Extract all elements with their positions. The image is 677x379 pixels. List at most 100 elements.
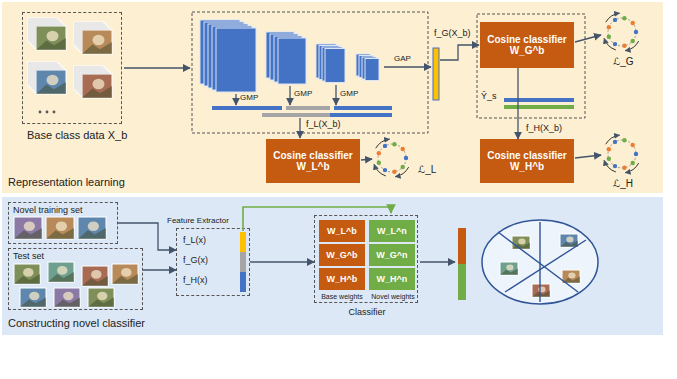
node-text: f_H(x) [183, 275, 208, 285]
photo [562, 270, 580, 283]
global-branch-box [477, 14, 585, 118]
arrow [420, 261, 455, 262]
ellipsis-dot [46, 111, 49, 114]
photo [82, 74, 112, 98]
feature-vector [240, 272, 246, 292]
arrow [235, 94, 236, 105]
photo [532, 284, 550, 297]
feature-map [278, 38, 306, 84]
arrow [289, 86, 290, 105]
connector [143, 269, 176, 270]
figure-label: ℒ_G [613, 56, 634, 68]
photo [88, 288, 114, 307]
photo [20, 288, 46, 307]
arrow [124, 67, 190, 68]
arrow [361, 159, 372, 160]
figure-label: GMP [240, 93, 258, 102]
decision-line [505, 240, 586, 292]
arrow [575, 35, 601, 42]
loss-glyph [374, 139, 409, 177]
weight-cell: W_G^b [319, 244, 365, 266]
feature-map [216, 28, 256, 92]
figure-label: GMP [294, 89, 312, 98]
node-title: Constructing novel classifier [8, 317, 145, 330]
node-title: W_G^n [376, 250, 407, 260]
classifier-box: Cosine classifierW_L^b [266, 139, 360, 183]
arrow [440, 45, 479, 60]
feature-vector [330, 113, 392, 117]
node-title: Test set [13, 251, 44, 261]
feature-map [325, 49, 345, 83]
weight-cell: W_G^n [369, 244, 415, 266]
node-title: Cosine classifier [487, 34, 566, 46]
photo [512, 236, 530, 249]
feature-vector [240, 252, 246, 272]
output-vector [458, 264, 466, 300]
figure-label: GAP [394, 54, 411, 63]
figure-label: f_L(X_b) [306, 119, 341, 129]
photo [112, 264, 138, 284]
decision-line [539, 222, 540, 302]
arrow [335, 85, 336, 105]
extractor-box: Feature Extractorf_L(x)f_G(x)f_H(x) [176, 228, 250, 296]
weight-cell: W_H^b [319, 268, 365, 290]
arrow [384, 66, 431, 67]
photo [82, 266, 108, 286]
connector [250, 261, 314, 262]
photo [46, 217, 74, 239]
arrow [299, 118, 300, 138]
photo [54, 288, 80, 307]
loss-glyph [604, 13, 639, 51]
feature-map [365, 59, 379, 81]
node-title: Cosine classifier [487, 150, 566, 162]
weight-cell: W_L^n [369, 220, 415, 242]
weight-cell: W_H^n [369, 268, 415, 290]
photo [500, 262, 518, 275]
gap-vector [433, 48, 439, 100]
node-title: W_L^b [327, 226, 357, 236]
feature-vector [212, 106, 282, 110]
ellipsis-dot [53, 111, 56, 114]
node-title: Novel training set [13, 205, 83, 215]
classifier-box: Cosine classifierW_G^b [480, 22, 574, 68]
figure-label: Ŷ_s [481, 91, 497, 101]
ellipsis-dot [39, 111, 42, 114]
photo [36, 70, 66, 94]
output-vector [458, 228, 466, 264]
feature-vector [334, 106, 392, 110]
node-text: f_L(x) [183, 235, 206, 245]
classifier-box: Cosine classifierW_H^b [480, 139, 574, 183]
score-vector [504, 105, 574, 109]
arrow [243, 207, 391, 231]
figure-label: f_H(X_b) [526, 123, 562, 133]
node-title: Representation learning [8, 176, 125, 189]
photo [560, 234, 578, 247]
connector [118, 223, 176, 250]
feature-vector [262, 113, 330, 117]
figure-label: ℒ_H [613, 178, 633, 190]
feature-vector [240, 232, 246, 252]
photo [48, 262, 74, 282]
figure-label: ℒ_L [418, 164, 436, 176]
classifier-panel: ClassifierBase weightsNovel weightsW_L^b… [314, 215, 418, 303]
loss-glyph [604, 135, 639, 173]
backbone-box [192, 12, 428, 133]
photo [14, 264, 40, 284]
connector [517, 68, 518, 139]
node-text: Base weights [317, 293, 367, 301]
photo [78, 217, 106, 239]
feature-vector [286, 106, 330, 110]
photo [82, 30, 112, 54]
arrow [575, 155, 601, 158]
figure-label: f_G(X_b) [434, 28, 471, 38]
node-text: f_G(x) [183, 255, 208, 265]
node-text: W_L^b [296, 161, 329, 173]
node-title: W_H^n [377, 274, 408, 284]
node-title: Feature Extractor [167, 216, 229, 225]
feature-space [482, 220, 598, 304]
node-text: W_G^b [510, 45, 545, 57]
node-title: Cosine classifier [273, 150, 352, 162]
score-vector [504, 98, 574, 102]
photo [14, 217, 42, 239]
